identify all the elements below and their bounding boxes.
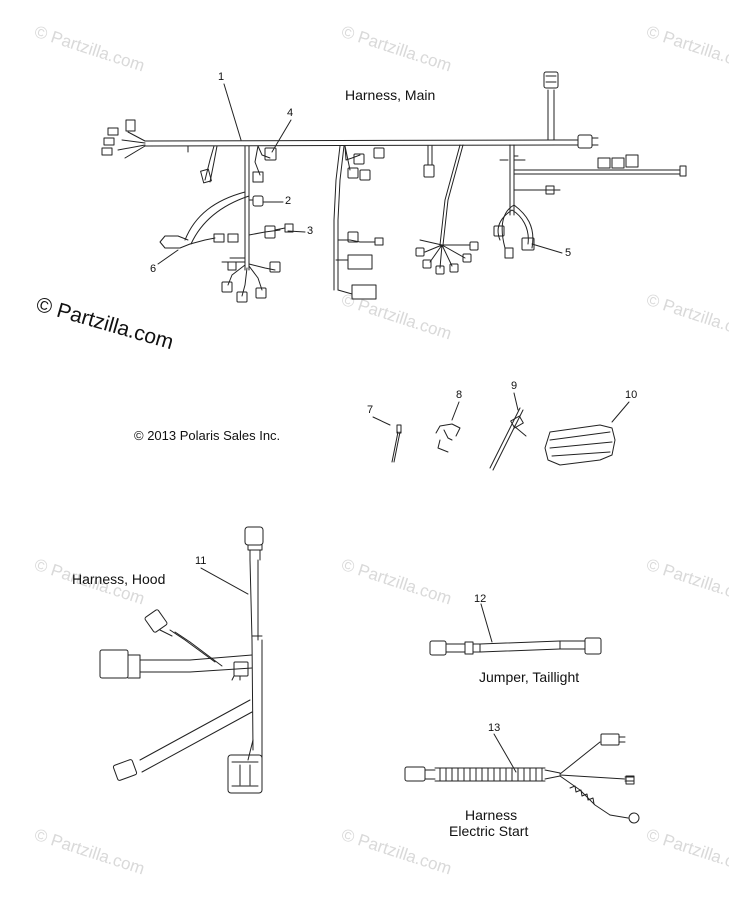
- callout-1: 1: [218, 71, 225, 83]
- label-harness-main: Harness, Main: [345, 87, 436, 103]
- callout-2: 2: [285, 195, 292, 207]
- harness-electric-start-drawing: [404, 733, 640, 824]
- callout-3: 3: [307, 225, 314, 237]
- callout-9: 9: [511, 380, 518, 392]
- callout-12: 12: [474, 593, 487, 605]
- harness-hood-drawing: [99, 526, 264, 794]
- label-harness-electric-start-line2: Electric Start: [449, 823, 529, 839]
- leader-lines-main: [157, 83, 563, 265]
- label-jumper-taillight: Jumper, Taillight: [479, 669, 580, 685]
- copyright-text: © 2013 Polaris Sales Inc.: [134, 428, 281, 443]
- callout-4: 4: [287, 107, 294, 119]
- callout-11: 11: [195, 555, 207, 567]
- callout-13: 13: [488, 722, 501, 734]
- harness-main-drawing: [101, 71, 687, 303]
- callout-7: 7: [367, 404, 374, 416]
- small-parts-drawing: [372, 392, 630, 471]
- callout-10: 10: [625, 389, 638, 401]
- label-harness-hood: Harness, Hood: [72, 571, 166, 587]
- label-harness-electric-start-line1: Harness: [465, 807, 518, 823]
- callout-5: 5: [565, 247, 572, 259]
- jumper-taillight-drawing: [429, 603, 602, 656]
- callout-8: 8: [456, 389, 463, 401]
- callout-6: 6: [150, 263, 157, 275]
